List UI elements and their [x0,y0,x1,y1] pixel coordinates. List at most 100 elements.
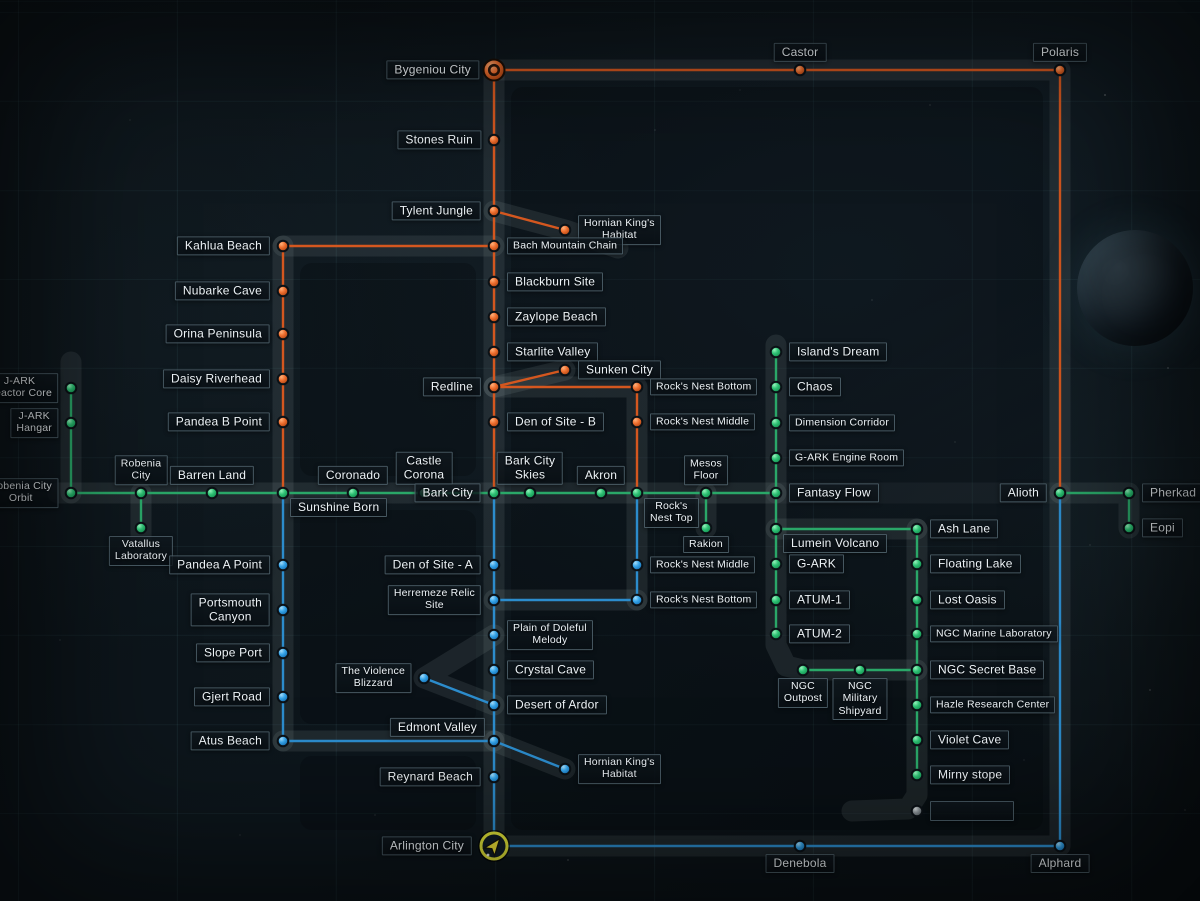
station-nubarke-cave[interactable] [276,284,290,298]
station-pherkad[interactable] [1122,486,1136,500]
station-label-pandea-b-point[interactable]: Pandea B Point [167,412,270,432]
station-label-robenia-city[interactable]: Robenia City [114,455,168,485]
station-dot-icon[interactable] [276,415,290,429]
station-dot-icon[interactable] [487,558,501,572]
station-the-violence-blizzard[interactable] [417,671,431,685]
station-floating-lake[interactable] [910,557,924,571]
station-dot-icon[interactable] [64,381,78,395]
station-slope-port[interactable] [276,646,290,660]
station-label-rocks-nest-top[interactable]: Rock's Nest Top [644,498,699,528]
station-label-redline[interactable]: Redline [422,377,481,397]
station-rocks-nest-bottom-north[interactable] [630,380,644,394]
station-label-rocks-nest-middle-north[interactable]: Rock's Nest Middle [650,413,756,431]
station-dot-icon[interactable] [630,486,644,500]
station-atum-1[interactable] [769,593,783,607]
station-dot-icon[interactable] [134,521,148,535]
station-dot-icon[interactable] [793,63,807,77]
station-label-slope-port[interactable]: Slope Port [195,643,270,663]
station-dot-icon[interactable] [487,239,501,253]
station-label-orina-peninsula[interactable]: Orina Peninsula [165,324,270,344]
station-zaylope-beach[interactable] [487,310,501,324]
station-label-castle-corona[interactable]: Castle Corona [395,451,453,485]
station-ngc-military-shipyard[interactable] [853,663,867,677]
station-den-of-site-a[interactable] [487,558,501,572]
station-dot-icon[interactable] [417,671,431,685]
station-pandea-b-point[interactable] [276,415,290,429]
station-label-robenia-city-orbit[interactable]: Robenia City Orbit [0,478,58,508]
station-label-ngc-marine-laboratory[interactable]: NGC Marine Laboratory [930,625,1058,643]
station-ngc-marine-laboratory[interactable] [910,627,924,641]
station-dot-icon[interactable] [769,522,783,536]
station-label-hazle-research-center[interactable]: Hazle Research Center [930,696,1056,714]
station-dot-icon[interactable] [523,486,537,500]
station-label-atum-2[interactable]: ATUM-2 [789,624,850,644]
station-label-dimension-corridor[interactable]: Dimension Corridor [789,414,896,432]
station-label-lost-oasis[interactable]: Lost Oasis [930,590,1005,610]
station-kahlua-beach[interactable] [276,239,290,253]
station-label-pherkad[interactable]: Pherkad [1142,483,1200,503]
station-dot-icon[interactable] [769,345,783,359]
station-dot-icon[interactable] [910,804,924,818]
station-label-plain-of-doleful-melody[interactable]: Plain of Doleful Melody [507,620,593,650]
station-dot-icon[interactable] [769,416,783,430]
station-label-herremeze-relic-site[interactable]: Herremeze Relic Site [387,585,481,615]
station-dot-icon[interactable] [276,284,290,298]
station-label-g-ark-engine-room[interactable]: G-ARK Engine Room [789,449,905,467]
station-atus-beach[interactable] [276,734,290,748]
station-dot-icon[interactable] [276,327,290,341]
station-barren-land[interactable] [205,486,219,500]
station-reynard-beach[interactable] [487,770,501,784]
station-dot-icon[interactable] [276,239,290,253]
station-dot-icon[interactable] [1053,63,1067,77]
station-dot-icon[interactable] [276,690,290,704]
station-dot-icon[interactable] [205,486,219,500]
station-label-rocks-nest-bottom-north[interactable]: Rock's Nest Bottom [650,378,758,396]
station-dot-icon[interactable] [276,646,290,660]
station-portsmouth-canyon[interactable] [276,603,290,617]
station-dot-icon[interactable] [487,734,501,748]
station-dot-icon[interactable] [487,663,501,677]
station-gjert-road[interactable] [276,690,290,704]
station-label-daisy-riverhead[interactable]: Daisy Riverhead [162,369,270,389]
station-label-bach-mountain-chain[interactable]: Bach Mountain Chain [507,237,624,255]
station-akron[interactable] [594,486,608,500]
station-alioth[interactable] [1053,486,1067,500]
station-dot-icon[interactable] [699,486,713,500]
station-dot-icon[interactable] [1122,486,1136,500]
station-blackburn-site[interactable] [487,275,501,289]
station-dot-icon[interactable] [487,133,501,147]
station-dot-icon[interactable] [64,486,78,500]
station-label-fantasy-flow[interactable]: Fantasy Flow [789,483,879,503]
station-dot-icon[interactable] [487,770,501,784]
station-bach-mountain-chain[interactable] [487,239,501,253]
station-label-tylent-jungle[interactable]: Tylent Jungle [391,201,481,221]
station-dot-icon[interactable] [558,762,572,776]
station-label-mesos-floor[interactable]: Mesos Floor [684,455,728,485]
station-dot-icon[interactable] [910,733,924,747]
station-label-floating-lake[interactable]: Floating Lake [930,554,1021,574]
station-daisy-riverhead[interactable] [276,372,290,386]
station-label-nubarke-cave[interactable]: Nubarke Cave [174,281,270,301]
station-dot-icon[interactable] [910,593,924,607]
station-islands-dream[interactable] [769,345,783,359]
station-robenia-city[interactable] [134,486,148,500]
station-dot-icon[interactable] [630,558,644,572]
station-label-sunshine-born[interactable]: Sunshine Born [290,498,388,518]
station-label-castor[interactable]: Castor [773,42,827,62]
station-sunshine-born[interactable] [276,486,290,500]
station-g-ark[interactable] [769,557,783,571]
station-label-islands-dream[interactable]: Island's Dream [789,342,888,362]
station-label-alphard[interactable]: Alphard [1030,854,1090,874]
station-dot-icon[interactable] [910,522,924,536]
station-label-zaylope-beach[interactable]: Zaylope Beach [507,307,606,327]
station-label-kahlua-beach[interactable]: Kahlua Beach [176,236,270,256]
station-label-rakion[interactable]: Rakion [683,536,729,554]
station-dot-icon[interactable] [487,345,501,359]
station-redline[interactable] [487,380,501,394]
station-label-reynard-beach[interactable]: Reynard Beach [379,767,481,787]
station-dot-icon[interactable] [769,486,783,500]
station-dot-icon[interactable] [487,628,501,642]
station-dimension-corridor[interactable] [769,416,783,430]
station-bygeniou-city[interactable] [482,58,506,82]
station-dot-icon[interactable] [699,521,713,535]
